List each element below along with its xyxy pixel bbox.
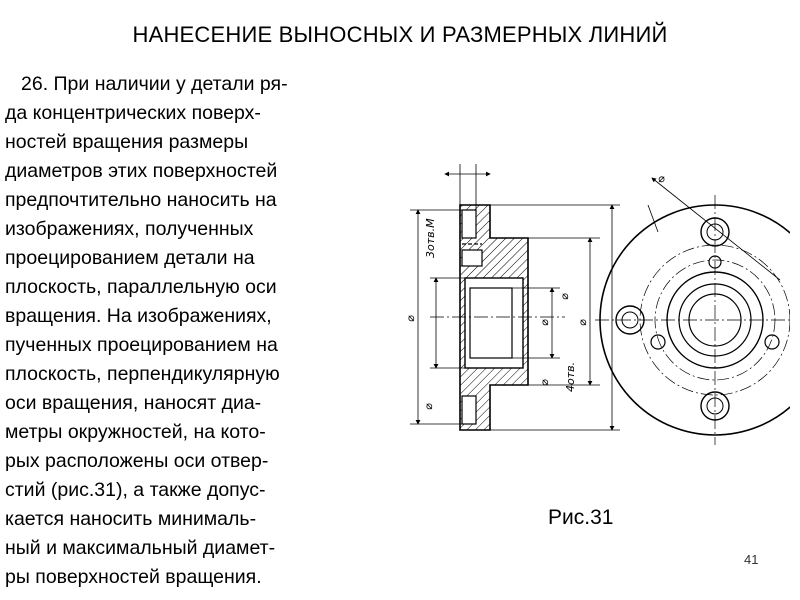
text-line: рых расположены оси отвер- (5, 450, 269, 472)
diameter-label: ⌀ (576, 319, 589, 326)
text-line: ный и максимальный диамет- (5, 537, 276, 559)
text-line: 26. При наличии у детали ря- (21, 73, 288, 95)
text-line: да концентрических поверх- (5, 102, 261, 124)
holes-bottom-label: 4отв. (564, 362, 577, 392)
slide-title: НАНЕСЕНИЕ ВЫНОСНЫХ И РАЗМЕРНЫХ ЛИНИЙ (132, 22, 668, 47)
holes-top-label: 3отв.М (424, 218, 437, 258)
dimension-labels: 3отв.М 4отв. ⌀ ⌀ ⌀ ⌀ ⌀ ⌀ (404, 218, 589, 410)
front-view-dimensions (647, 177, 781, 281)
text-line: оси вращения, наносят диа- (5, 392, 262, 414)
text-line: плоскость, перпендикулярную (5, 363, 280, 385)
diameter-label: ⌀ (658, 172, 665, 185)
diameter-label: ⌀ (538, 379, 551, 386)
technical-drawing: 3отв.М 4отв. ⌀ ⌀ ⌀ ⌀ ⌀ ⌀ ⌀ (404, 164, 790, 445)
text-line: метры окружностей, на кото- (5, 421, 266, 443)
section-view (459, 204, 529, 431)
diameter-label: ⌀ (538, 319, 551, 326)
text-line: изображениях, полученных (5, 218, 254, 240)
dimension-lines (410, 164, 620, 431)
diameter-label: ⌀ (558, 293, 571, 300)
front-view (595, 195, 790, 445)
text-line: стий (рис.31), а также допус- (5, 479, 266, 501)
text-line: кается наносить минималь- (5, 508, 257, 530)
text-line: вращения. На изображениях, (5, 305, 272, 327)
text-line: предпочтительно наносить на (5, 189, 277, 211)
text-line: диаметров этих поверхностей (5, 160, 278, 182)
figure-caption: Рис.31 (548, 506, 614, 529)
page-number: 41 (744, 552, 759, 567)
diameter-label: ⌀ (404, 315, 417, 322)
text-line: ры поверхностей вращения. (5, 566, 262, 588)
body-paragraph: 26. При наличии у детали ря- да концентр… (5, 70, 385, 592)
diameter-label: ⌀ (422, 403, 435, 410)
text-line: ностей вращения размеры (5, 131, 249, 153)
text-line: проецированием детали на (5, 247, 255, 269)
text-line: пученных проецированием на (5, 334, 278, 356)
text-line: плоскость, параллельную оси (5, 276, 277, 298)
